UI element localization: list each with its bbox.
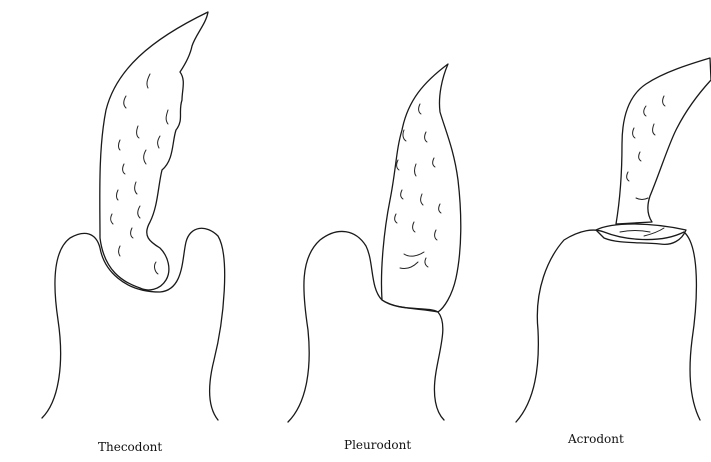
label-pleurodont: Pleurodont xyxy=(344,438,411,452)
thecodont-figure xyxy=(42,12,225,420)
pleurodont-jaw-bone xyxy=(288,231,444,422)
pleurodont-tooth xyxy=(381,64,460,312)
acrodont-texture xyxy=(620,96,665,236)
pleurodont-texture xyxy=(395,104,441,269)
acrodont-jaw-bone xyxy=(516,230,700,422)
thecodont-jaw-bone xyxy=(42,228,225,420)
acrodont-figure xyxy=(516,58,711,422)
acrodont-tooth xyxy=(616,58,711,224)
thecodont-tooth xyxy=(100,12,208,290)
pleurodont-figure xyxy=(288,64,461,422)
label-acrodont: Acrodont xyxy=(568,432,624,446)
thecodont-texture xyxy=(111,74,168,274)
label-thecodont: Thecodont xyxy=(98,440,162,454)
